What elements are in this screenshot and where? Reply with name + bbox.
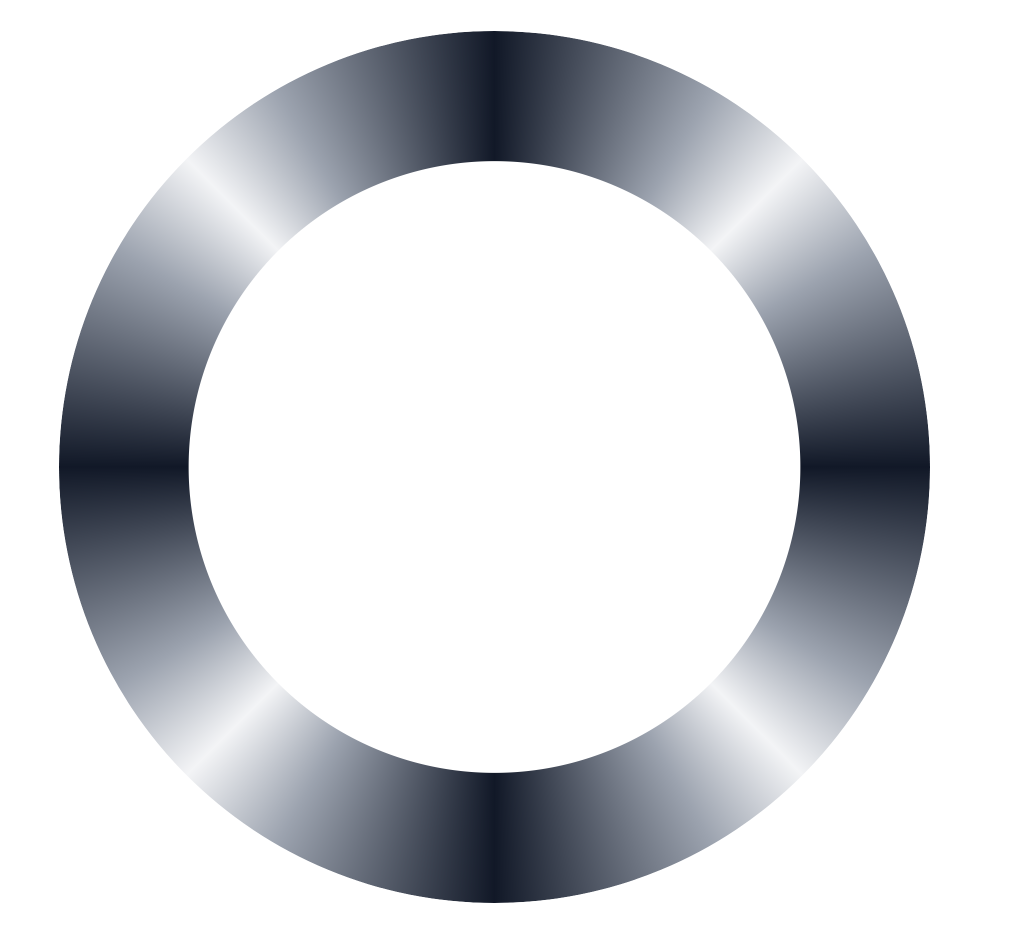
circular-ring-outline (59, 31, 930, 903)
